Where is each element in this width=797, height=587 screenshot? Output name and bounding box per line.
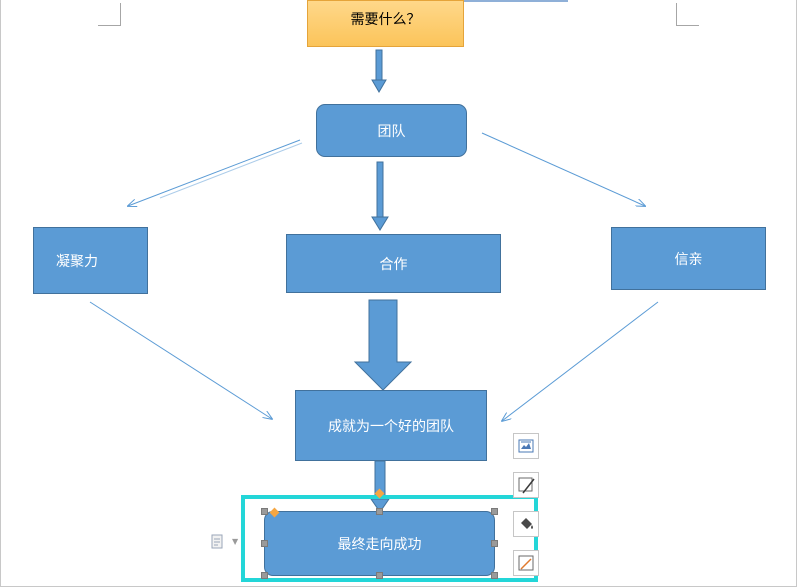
selection-highlight — [241, 495, 538, 582]
arrow-cohesion-to-good-team[interactable] — [89, 301, 272, 419]
success-text: 最终走向成功 — [337, 536, 422, 553]
trust-box[interactable]: 信亲 — [611, 227, 766, 290]
resize-handle-bottom-right[interactable] — [491, 572, 498, 579]
trust-text: 信亲 — [674, 251, 703, 268]
layout-options-button[interactable] — [513, 433, 539, 459]
cooperation-box[interactable]: 合作 — [286, 234, 501, 293]
shape-style-icon — [518, 477, 535, 494]
resize-handle-top-left[interactable] — [261, 508, 268, 515]
top-margin-indicator — [462, 0, 568, 2]
cohesion-text: 凝聚力 — [56, 253, 98, 270]
shape-style-button[interactable] — [513, 472, 539, 498]
resize-handle-bottom-left[interactable] — [261, 572, 268, 579]
margin-corner-top-left — [98, 3, 121, 26]
arrow-team-to-cohesion[interactable] — [128, 139, 301, 206]
team-box[interactable]: 团队 — [316, 104, 467, 157]
good-team-text: 成就为一个好的团队 — [328, 418, 454, 435]
block-arrow-cooperation-to-good-team[interactable] — [353, 299, 413, 391]
pen-outline-icon — [518, 555, 534, 571]
resize-handle-left[interactable] — [261, 540, 268, 547]
window-border-left — [0, 0, 1, 587]
paste-options-icon[interactable] — [211, 534, 225, 550]
arrow-team-to-trust[interactable] — [481, 132, 645, 206]
question-text: 需要什么？ — [350, 12, 421, 28]
cohesion-box[interactable]: 凝聚力 — [33, 227, 148, 294]
resize-handle-bottom[interactable] — [376, 572, 383, 579]
layout-options-icon — [518, 439, 534, 453]
shape-outline-button[interactable] — [513, 550, 539, 576]
arrow-question-to-team[interactable] — [371, 49, 387, 93]
question-box[interactable]: 需要什么？ — [307, 0, 464, 47]
paint-bucket-icon — [521, 518, 533, 529]
resize-handle-top-right[interactable] — [491, 508, 498, 515]
chevron-down-icon[interactable]: ▼ — [232, 537, 239, 546]
resize-handle-top[interactable] — [376, 508, 383, 515]
resize-handle-right[interactable] — [491, 540, 498, 547]
margin-corner-top-right — [676, 3, 699, 26]
cooperation-text: 合作 — [379, 256, 408, 273]
arrow-team-to-cohesion-shadow — [159, 142, 303, 199]
team-text: 团队 — [377, 123, 406, 140]
arrow-team-to-cooperation[interactable] — [371, 161, 389, 231]
arrow-trust-to-good-team[interactable] — [502, 301, 659, 421]
good-team-box[interactable]: 成就为一个好的团队 — [295, 390, 487, 461]
shape-fill-button[interactable] — [513, 511, 539, 537]
arrow-good-team-to-success[interactable] — [370, 460, 390, 513]
